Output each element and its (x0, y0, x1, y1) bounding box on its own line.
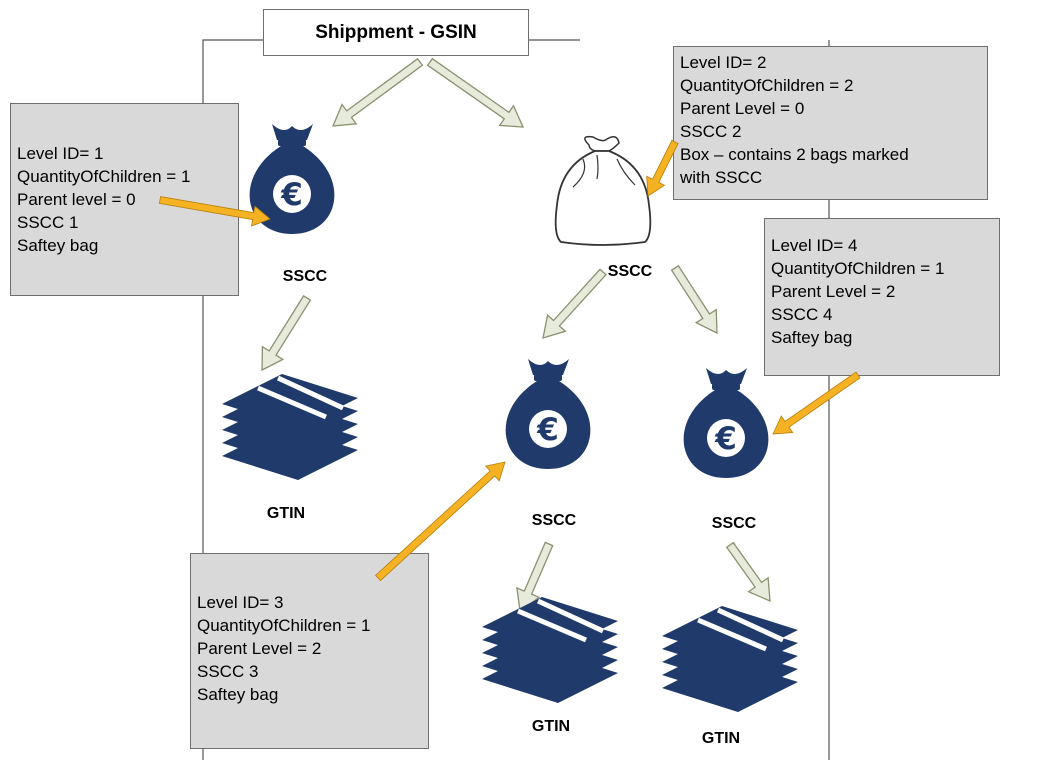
sscc-label: SSCC (711, 515, 757, 532)
level-2-line: Box – contains 2 bags marked (680, 145, 909, 164)
level-3-line: Saftey bag (197, 685, 279, 704)
level-4-line: Saftey bag (771, 328, 853, 347)
arrow-title-to-sack (426, 57, 525, 128)
level-1-line: QuantityOfChildren = 1 (17, 167, 191, 186)
money-bag-icon (249, 124, 335, 234)
arrow-sack-to-bag-mid (542, 268, 607, 339)
level-3-info-box: Level ID= 3 QuantityOfChildren = 1 Paren… (190, 553, 429, 749)
money-stack-icon (222, 374, 358, 480)
arrow-title-to-bag-left (331, 57, 424, 127)
level-3-line: Level ID= 3 (197, 593, 284, 612)
level-2-info-box: Level ID= 2 QuantityOfChildren = 2 Paren… (673, 46, 988, 200)
level-1-line: Saftey bag (17, 236, 99, 255)
level-4-line: Level ID= 4 (771, 236, 858, 255)
sscc-label: SSCC (607, 263, 653, 280)
sack-icon (554, 135, 652, 246)
shipment-title-box: Shippment - GSIN (263, 9, 529, 56)
money-stack-icon (662, 606, 798, 712)
money-bag-icon (505, 359, 591, 469)
level-1-info-box: Level ID= 1 QuantityOfChildren = 1 Paren… (10, 103, 239, 296)
gtin-label: GTIN (266, 505, 306, 522)
level-2-line: Parent Level = 0 (680, 99, 805, 118)
sscc-label: SSCC (531, 512, 577, 529)
level-4-info-box: Level ID= 4 QuantityOfChildren = 1 Paren… (764, 218, 1000, 376)
level-2-line: QuantityOfChildren = 2 (680, 76, 854, 95)
level-2-line: Level ID= 2 (680, 53, 767, 72)
money-stack-icon (482, 597, 618, 703)
level-2-line: with SSCC (680, 168, 763, 187)
level-4-line: Parent Level = 2 (771, 282, 896, 301)
level-4-line: SSCC 4 (771, 305, 833, 324)
gtin-label: GTIN (531, 718, 571, 735)
sscc-label: SSCC (282, 268, 328, 285)
level-2-line: SSCC 2 (680, 122, 742, 141)
arrow-bag-right-to-stack-right (725, 541, 771, 603)
level-1-line: SSCC 1 (17, 213, 79, 232)
money-bag-icon (683, 368, 769, 478)
gtin-label: GTIN (701, 730, 741, 747)
arrow-sack-to-bag-right (670, 264, 718, 335)
level-4-line: QuantityOfChildren = 1 (771, 259, 945, 278)
arrow-bag-left-to-stack-left (261, 295, 312, 372)
level-3-line: QuantityOfChildren = 1 (197, 616, 371, 635)
level-3-line: SSCC 3 (197, 662, 259, 681)
level-3-line: Parent Level = 2 (197, 639, 322, 658)
level-1-line: Parent level = 0 (17, 190, 136, 209)
level-1-line: Level ID= 1 (17, 144, 104, 163)
frame-left-line (202, 39, 263, 760)
